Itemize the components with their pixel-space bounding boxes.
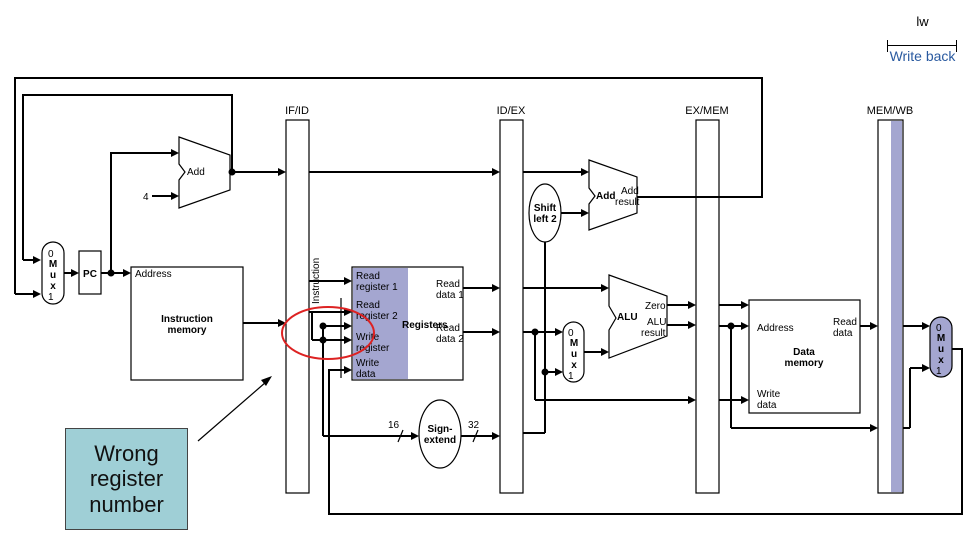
dmem-title-1: Data bbox=[793, 347, 815, 358]
reg-rd2-a: Read bbox=[436, 323, 460, 334]
alu: ALU Zero ALU result bbox=[608, 274, 668, 359]
alu-result-1: ALU bbox=[647, 317, 666, 328]
reg-write-a: Write bbox=[356, 332, 380, 343]
wb-mux: 0 M u x 1 bbox=[929, 316, 953, 378]
reg-wdata-b: data bbox=[356, 369, 376, 380]
pc-register: PC bbox=[78, 250, 102, 295]
stage-bracket bbox=[887, 40, 957, 52]
highlight-circle bbox=[281, 306, 375, 360]
reg-write-b: register bbox=[356, 343, 390, 354]
alu-result-2: result bbox=[641, 328, 666, 339]
reg-read2-b: register 2 bbox=[356, 311, 398, 322]
reg-read2-a: Read bbox=[356, 300, 380, 311]
pc-adder-label: Add bbox=[187, 167, 205, 178]
pc-label: PC bbox=[83, 269, 97, 280]
pipeline-register-ex-mem: EX/MEM bbox=[685, 105, 729, 494]
stage-indicator: lw Write back bbox=[885, 14, 960, 66]
stage-instruction: lw bbox=[916, 14, 929, 29]
pipeline-register-if-id: IF/ID bbox=[285, 105, 310, 494]
branch-adder: Add Add result bbox=[588, 159, 640, 231]
alu-zero: Zero bbox=[645, 301, 666, 312]
wb-mux-1: 1 bbox=[936, 366, 942, 377]
pc-adder: Add bbox=[178, 136, 231, 209]
reg-rd1-a: Read bbox=[436, 279, 460, 290]
branch-adder-out-1: Add bbox=[621, 186, 639, 197]
dmem-title-2: memory bbox=[785, 358, 824, 369]
reg-read1-b: register 1 bbox=[356, 282, 398, 293]
registers-title: Registers bbox=[402, 320, 448, 331]
sign-out-width: 32 bbox=[468, 420, 480, 431]
pipeline-register-id-ex: ID/EX bbox=[497, 105, 526, 494]
stage-name: Write back bbox=[889, 48, 956, 64]
alu-mux-m: M bbox=[570, 338, 578, 349]
wb-mux-x: x bbox=[938, 355, 944, 366]
sign-in-width: 16 bbox=[388, 420, 400, 431]
instruction-memory: Address Instruction memory bbox=[130, 266, 244, 381]
alu-title: ALU bbox=[617, 312, 638, 323]
alu-mux-x: x bbox=[571, 360, 577, 371]
shift-left-2: Shift left 2 bbox=[528, 183, 562, 243]
ex-mem-label: EX/MEM bbox=[685, 105, 728, 117]
dmem-read-2: data bbox=[833, 328, 853, 339]
wb-mux-m: M bbox=[937, 333, 945, 344]
alu-mux-1: 1 bbox=[568, 371, 574, 382]
reg-rd1-b: data 1 bbox=[436, 290, 464, 301]
imem-address: Address bbox=[135, 269, 172, 280]
register-file: Read register 1 Read register 2 Write re… bbox=[351, 266, 464, 381]
sign-extend: Sign- extend bbox=[418, 399, 462, 469]
id-ex-label: ID/EX bbox=[497, 105, 526, 117]
mem-wb-label: MEM/WB bbox=[867, 105, 913, 117]
alu-mux-u: u bbox=[571, 349, 577, 360]
sign-extend-1: Sign- bbox=[428, 424, 453, 435]
dmem-write-2: data bbox=[757, 400, 777, 411]
shift-left-1: Shift bbox=[534, 203, 557, 214]
dmem-write-1: Write bbox=[757, 389, 781, 400]
pc-mux-1: 1 bbox=[48, 292, 54, 303]
pc-mux-0: 0 bbox=[48, 249, 54, 260]
sign-extend-2: extend bbox=[424, 435, 456, 446]
const-four: 4 bbox=[143, 192, 149, 203]
pc-mux-u: u bbox=[50, 270, 56, 281]
branch-adder-out-2: result bbox=[615, 197, 640, 208]
alu-mux-0: 0 bbox=[568, 328, 574, 339]
branch-adder-title: Add bbox=[596, 191, 615, 202]
dmem-address: Address bbox=[757, 323, 794, 334]
dmem-read-1: Read bbox=[833, 317, 857, 328]
pc-mux-x: x bbox=[50, 281, 56, 292]
reg-read1-a: Read bbox=[356, 271, 380, 282]
shift-left-2-text: left 2 bbox=[533, 214, 557, 225]
imem-title-2: memory bbox=[168, 325, 207, 336]
reg-rd2-b: data 2 bbox=[436, 334, 464, 345]
wb-mux-0: 0 bbox=[936, 323, 942, 334]
imem-title-1: Instruction bbox=[161, 314, 213, 325]
alu-mux: 0 M u x 1 bbox=[562, 321, 585, 383]
wb-mux-u: u bbox=[938, 344, 944, 355]
reg-wdata-a: Write bbox=[356, 358, 380, 369]
pipeline-register-mem-wb: MEM/WB bbox=[867, 105, 913, 494]
if-id-label: IF/ID bbox=[285, 105, 309, 117]
callout-wrong-register: Wrong register number bbox=[65, 428, 188, 530]
data-memory: Address Read data Write data Data memory bbox=[748, 299, 861, 414]
pc-mux: 0 M u x 1 bbox=[41, 241, 65, 305]
pc-mux-m: M bbox=[49, 259, 57, 270]
